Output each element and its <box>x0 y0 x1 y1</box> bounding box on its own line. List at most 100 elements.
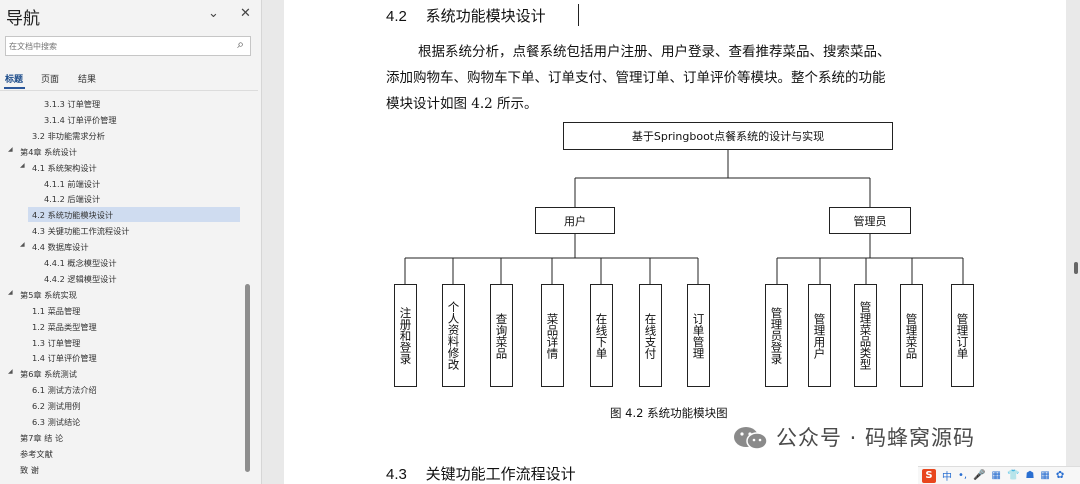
toc-item-label: 6.3 测试结论 <box>32 417 81 427</box>
toc-item-label: 3.2 非功能需求分析 <box>32 130 105 141</box>
active-tab-indicator <box>4 87 25 89</box>
toc-item[interactable]: 第7章 结 论 <box>0 430 244 445</box>
diagram-user-child: 在线支付 <box>639 284 662 387</box>
diagram-admin-node: 管理员 <box>829 207 911 234</box>
tab-pages[interactable]: 页面 <box>41 75 60 85</box>
expand-arrow-icon[interactable]: ◢ <box>8 288 13 296</box>
microphone-icon[interactable]: 🎤 <box>973 470 986 481</box>
expand-arrow-icon[interactable]: ◢ <box>20 161 25 169</box>
diagram-admin-child: 管理用户 <box>808 284 831 387</box>
toc-item-label: 参考文献 <box>20 448 53 459</box>
toc-item-label: 4.3 关键功能工作流程设计 <box>32 226 130 237</box>
toc-item[interactable]: ◢ 第6章 系统测试 <box>0 366 244 381</box>
nav-options-chevron-icon[interactable]: ⌄ <box>208 6 219 21</box>
diagram-root-node: 基于Springboot点餐系统的设计与实现 <box>563 122 893 150</box>
toc-item-label: 3.1.4 订单评价管理 <box>44 114 117 125</box>
diagram-user-child: 注册和登录 <box>394 284 417 387</box>
expand-arrow-icon[interactable]: ◢ <box>20 241 25 249</box>
paragraph-line: 添加购物车、购物车下单、订单支付、管理订单、订单评价等模块。整个系统的功能 <box>386 70 886 86</box>
paragraph-line: 模块设计如图 4.2 所示。 <box>386 96 538 112</box>
tab-results[interactable]: 结果 <box>78 75 97 85</box>
wechat-icon <box>734 427 768 450</box>
section-number: 4.3 <box>386 466 407 483</box>
watermark-text: 公众号 · 码蜂窝源码 <box>776 426 976 450</box>
toc-item[interactable]: 3.1.4 订单评价管理 <box>0 112 244 127</box>
toc-item[interactable]: 3.1.3 订单管理 <box>0 96 244 111</box>
expand-arrow-icon[interactable]: ◢ <box>8 368 13 376</box>
toc-item-label: 第7章 结 论 <box>20 432 64 443</box>
toc-item[interactable]: 1.3 订单管理 <box>0 335 244 350</box>
toc-item[interactable]: ◢ 4.1 系统架构设计 <box>0 160 244 175</box>
grid-icon[interactable]: ▦ <box>1040 470 1050 481</box>
toc-item-label: 4.1.1 前端设计 <box>44 178 101 189</box>
paragraph-line: 根据系统分析，点餐系统包括用户注册、用户登录、查看推荐菜品、搜索菜品、 <box>418 44 891 60</box>
toc-item-label: 致 谢 <box>20 464 39 475</box>
section-title: 系统功能模块设计 <box>425 7 546 25</box>
toc-item-label: 6.2 测试用例 <box>32 401 81 412</box>
diagram-user-node: 用户 <box>535 207 615 234</box>
toc-item[interactable]: 4.3 关键功能工作流程设计 <box>0 223 244 238</box>
settings-icon[interactable]: ✿ <box>1055 470 1065 481</box>
toc-item-label: 第4章 系统设计 <box>20 146 77 157</box>
diagram-user-child: 个人资料修改 <box>442 284 465 387</box>
toc-item-label: 1.2 菜品类型管理 <box>32 321 97 332</box>
toc-item-label: 4.2 系统功能模块设计 <box>32 210 114 221</box>
section-heading-4-2: 4.2 系统功能模块设计 <box>386 5 546 26</box>
toc-item[interactable]: 4.4.1 概念模型设计 <box>0 255 244 270</box>
skin-icon[interactable]: 👕 <box>1006 470 1020 481</box>
ime-punctuation-icon[interactable]: •, <box>958 470 968 481</box>
diagram-user-child: 在线下单 <box>590 284 613 387</box>
section-title: 关键功能工作流程设计 <box>425 465 576 483</box>
toc-item-label: 第5章 系统实现 <box>20 289 77 300</box>
toc-item[interactable]: 4.1.2 后端设计 <box>0 191 244 206</box>
section-heading-4-3: 4.3 关键功能工作流程设计 <box>386 463 576 484</box>
diagram-admin-child: 管理订单 <box>951 284 974 387</box>
toc-item[interactable]: 4.2 系统功能模块设计 <box>28 207 240 223</box>
toc-scrollbar-thumb[interactable] <box>245 284 250 472</box>
sogou-logo-icon[interactable]: S <box>922 468 936 483</box>
toc-item-label: 4.4.2 逻辑模型设计 <box>44 273 117 284</box>
toolbox-icon[interactable]: ☗ <box>1025 470 1035 481</box>
document-page <box>284 0 1066 484</box>
ime-language-toggle[interactable]: 中 <box>942 472 952 483</box>
tab-headings[interactable]: 标题 <box>5 75 24 85</box>
navigation-pane: 导航 ⌄ ✕ ⌕ 标题 页面 结果 3.1.3 订单管理 3.1.4 订单评价管理… <box>0 0 262 484</box>
toc-item-label: 4.1 系统架构设计 <box>32 162 97 173</box>
toc-item-label: 3.1.3 订单管理 <box>44 99 101 109</box>
toc-item[interactable]: 6.2 测试用例 <box>0 398 244 413</box>
toc-item[interactable]: 4.1.1 前端设计 <box>0 176 244 191</box>
search-box[interactable]: ⌕ <box>5 36 251 56</box>
diagram-user-child: 查询菜品 <box>490 284 513 387</box>
close-icon[interactable]: ✕ <box>240 6 251 21</box>
section-number: 4.2 <box>386 8 407 25</box>
toc-item[interactable]: ◢ 4.4 数据库设计 <box>0 239 244 254</box>
toc-tree: 3.1.3 订单管理 3.1.4 订单评价管理 3.2 非功能需求分析 ◢ 第4章 系统… <box>0 92 244 484</box>
figure-caption: 图 4.2 系统功能模块图 <box>610 406 728 420</box>
toc-item[interactable]: 3.2 非功能需求分析 <box>0 128 244 143</box>
toc-item[interactable]: 参考文献 <box>0 446 244 461</box>
keyboard-icon[interactable]: ▦ <box>991 470 1001 481</box>
toc-item[interactable]: 1.1 菜品管理 <box>0 303 244 318</box>
toc-item[interactable]: 6.1 测试方法介绍 <box>0 382 244 397</box>
toc-item-label: 4.4 数据库设计 <box>32 242 89 253</box>
toc-item-label: 1.1 菜品管理 <box>32 305 81 316</box>
expand-arrow-icon[interactable]: ◢ <box>8 145 13 153</box>
search-input[interactable] <box>9 39 224 53</box>
search-icon[interactable]: ⌕ <box>237 37 244 51</box>
toc-item-label: 4.1.2 后端设计 <box>44 194 101 205</box>
toc-item[interactable]: 6.3 测试结论 <box>0 414 244 429</box>
toc-item[interactable]: 致 谢 <box>0 462 244 477</box>
nav-title: 导航 <box>6 9 40 29</box>
toc-item[interactable]: ◢ 第4章 系统设计 <box>0 144 244 159</box>
text-cursor <box>578 4 579 26</box>
toc-item[interactable]: ◢ 第5章 系统实现 <box>0 287 244 302</box>
divider <box>0 90 258 91</box>
diagram-user-child: 菜品详情 <box>541 284 564 387</box>
document-scrollbar-thumb[interactable] <box>1074 262 1078 274</box>
toc-item-label: 第6章 系统测试 <box>20 369 77 380</box>
toc-item[interactable]: 1.2 菜品类型管理 <box>0 319 244 334</box>
toc-item[interactable]: 4.4.2 逻辑模型设计 <box>0 271 244 286</box>
diagram-user-child: 订单管理 <box>687 284 710 387</box>
toc-item[interactable]: 1.4 订单评价管理 <box>0 350 244 365</box>
